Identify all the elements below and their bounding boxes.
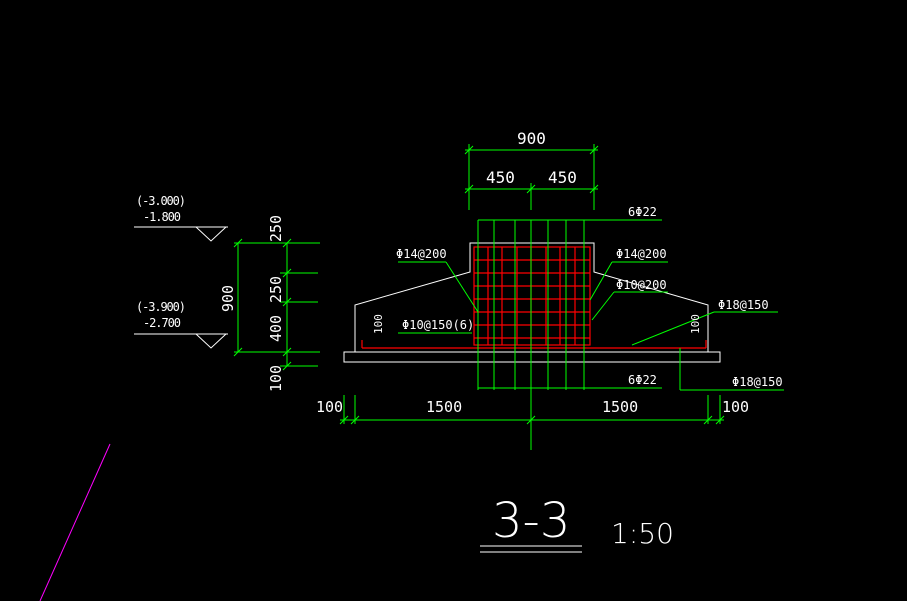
vertical-dimension-labels: 900 250 250 400 100 — [219, 215, 285, 392]
dim-base-right: 1500 — [602, 398, 638, 416]
dim-column-left: 450 — [486, 168, 515, 187]
label-right-side: Φ14@200 — [616, 247, 667, 261]
dim-vertical-bottom: 100 — [267, 365, 285, 392]
elevation-top-triangle — [194, 226, 228, 242]
dim-base-left: 1500 — [426, 398, 462, 416]
elevation-markers: (-3.000) -1.800 (-3.900) -2.700 — [134, 194, 228, 349]
vertical-dimensions — [233, 238, 320, 371]
label-cover-left: 100 — [372, 314, 385, 334]
dim-column-right: 450 — [548, 168, 577, 187]
dim-column-total: 900 — [517, 129, 546, 148]
rebar-leaders — [398, 219, 784, 391]
column-rebar — [361, 246, 707, 349]
section-scale: 1:50 — [611, 517, 674, 550]
top-dimensions — [464, 144, 599, 210]
label-slab-bottom: Φ18@150 — [732, 375, 783, 389]
elevation-top: -1.800 — [143, 210, 181, 224]
label-cover-right: 100 — [689, 314, 702, 334]
label-bottom-main: 6Φ22 — [628, 373, 657, 387]
dim-vertical-lower: 400 — [267, 315, 285, 342]
label-top-main: 6Φ22 — [628, 205, 657, 219]
section-title: 3-3 — [492, 493, 570, 549]
label-stirrup-base: Φ10@150(6) — [402, 318, 474, 332]
dim-vertical-total: 900 — [219, 285, 237, 312]
column-vertical-bars — [477, 220, 585, 450]
label-stirrup: Φ10@200 — [616, 278, 667, 292]
elevation-bottom-triangle — [194, 333, 228, 349]
footing-outline — [343, 242, 721, 363]
elevation-top-original: (-3.000) — [136, 194, 186, 208]
dim-base-left-offset: 100 — [316, 398, 343, 416]
elevation-bottom-original: (-3.900) — [136, 300, 186, 314]
dim-vertical-middle: 250 — [267, 276, 285, 303]
dim-base-right-offset: 100 — [722, 398, 749, 416]
dim-vertical-upper: 250 — [267, 215, 285, 242]
elevation-bottom: -2.700 — [143, 316, 181, 330]
label-left-side: Φ14@200 — [396, 247, 447, 261]
stray-line — [39, 443, 111, 601]
bottom-dimensions — [339, 395, 725, 425]
label-slab-top: Φ18@150 — [718, 298, 769, 312]
